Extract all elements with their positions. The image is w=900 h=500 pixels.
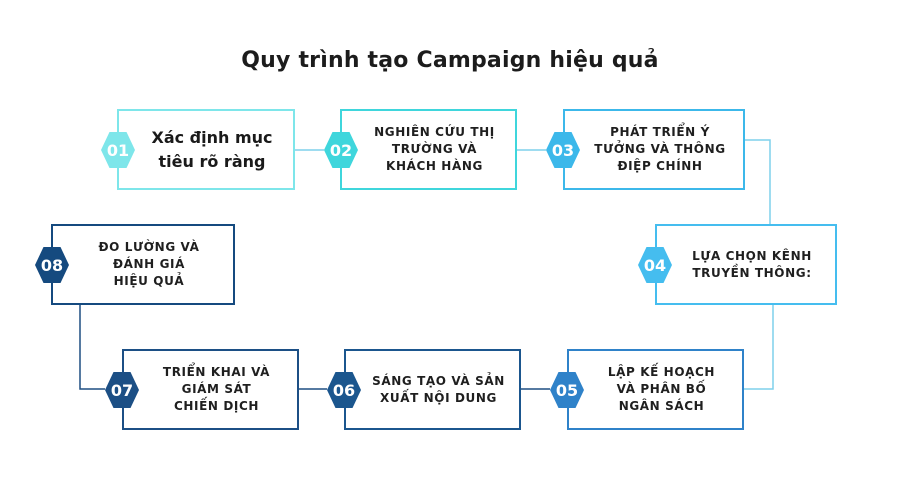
- step-08-number-badge: 08: [35, 247, 69, 283]
- connector-04-05: [744, 305, 774, 390]
- connector-03-04: [745, 139, 771, 224]
- step-04-number-badge: 04: [638, 247, 672, 283]
- step-05-number-badge: 05: [550, 372, 584, 408]
- connector-07-08: [79, 305, 105, 390]
- diagram-title: Quy trình tạo Campaign hiệu quả: [241, 48, 659, 73]
- step-03-number-badge: 03: [546, 132, 580, 168]
